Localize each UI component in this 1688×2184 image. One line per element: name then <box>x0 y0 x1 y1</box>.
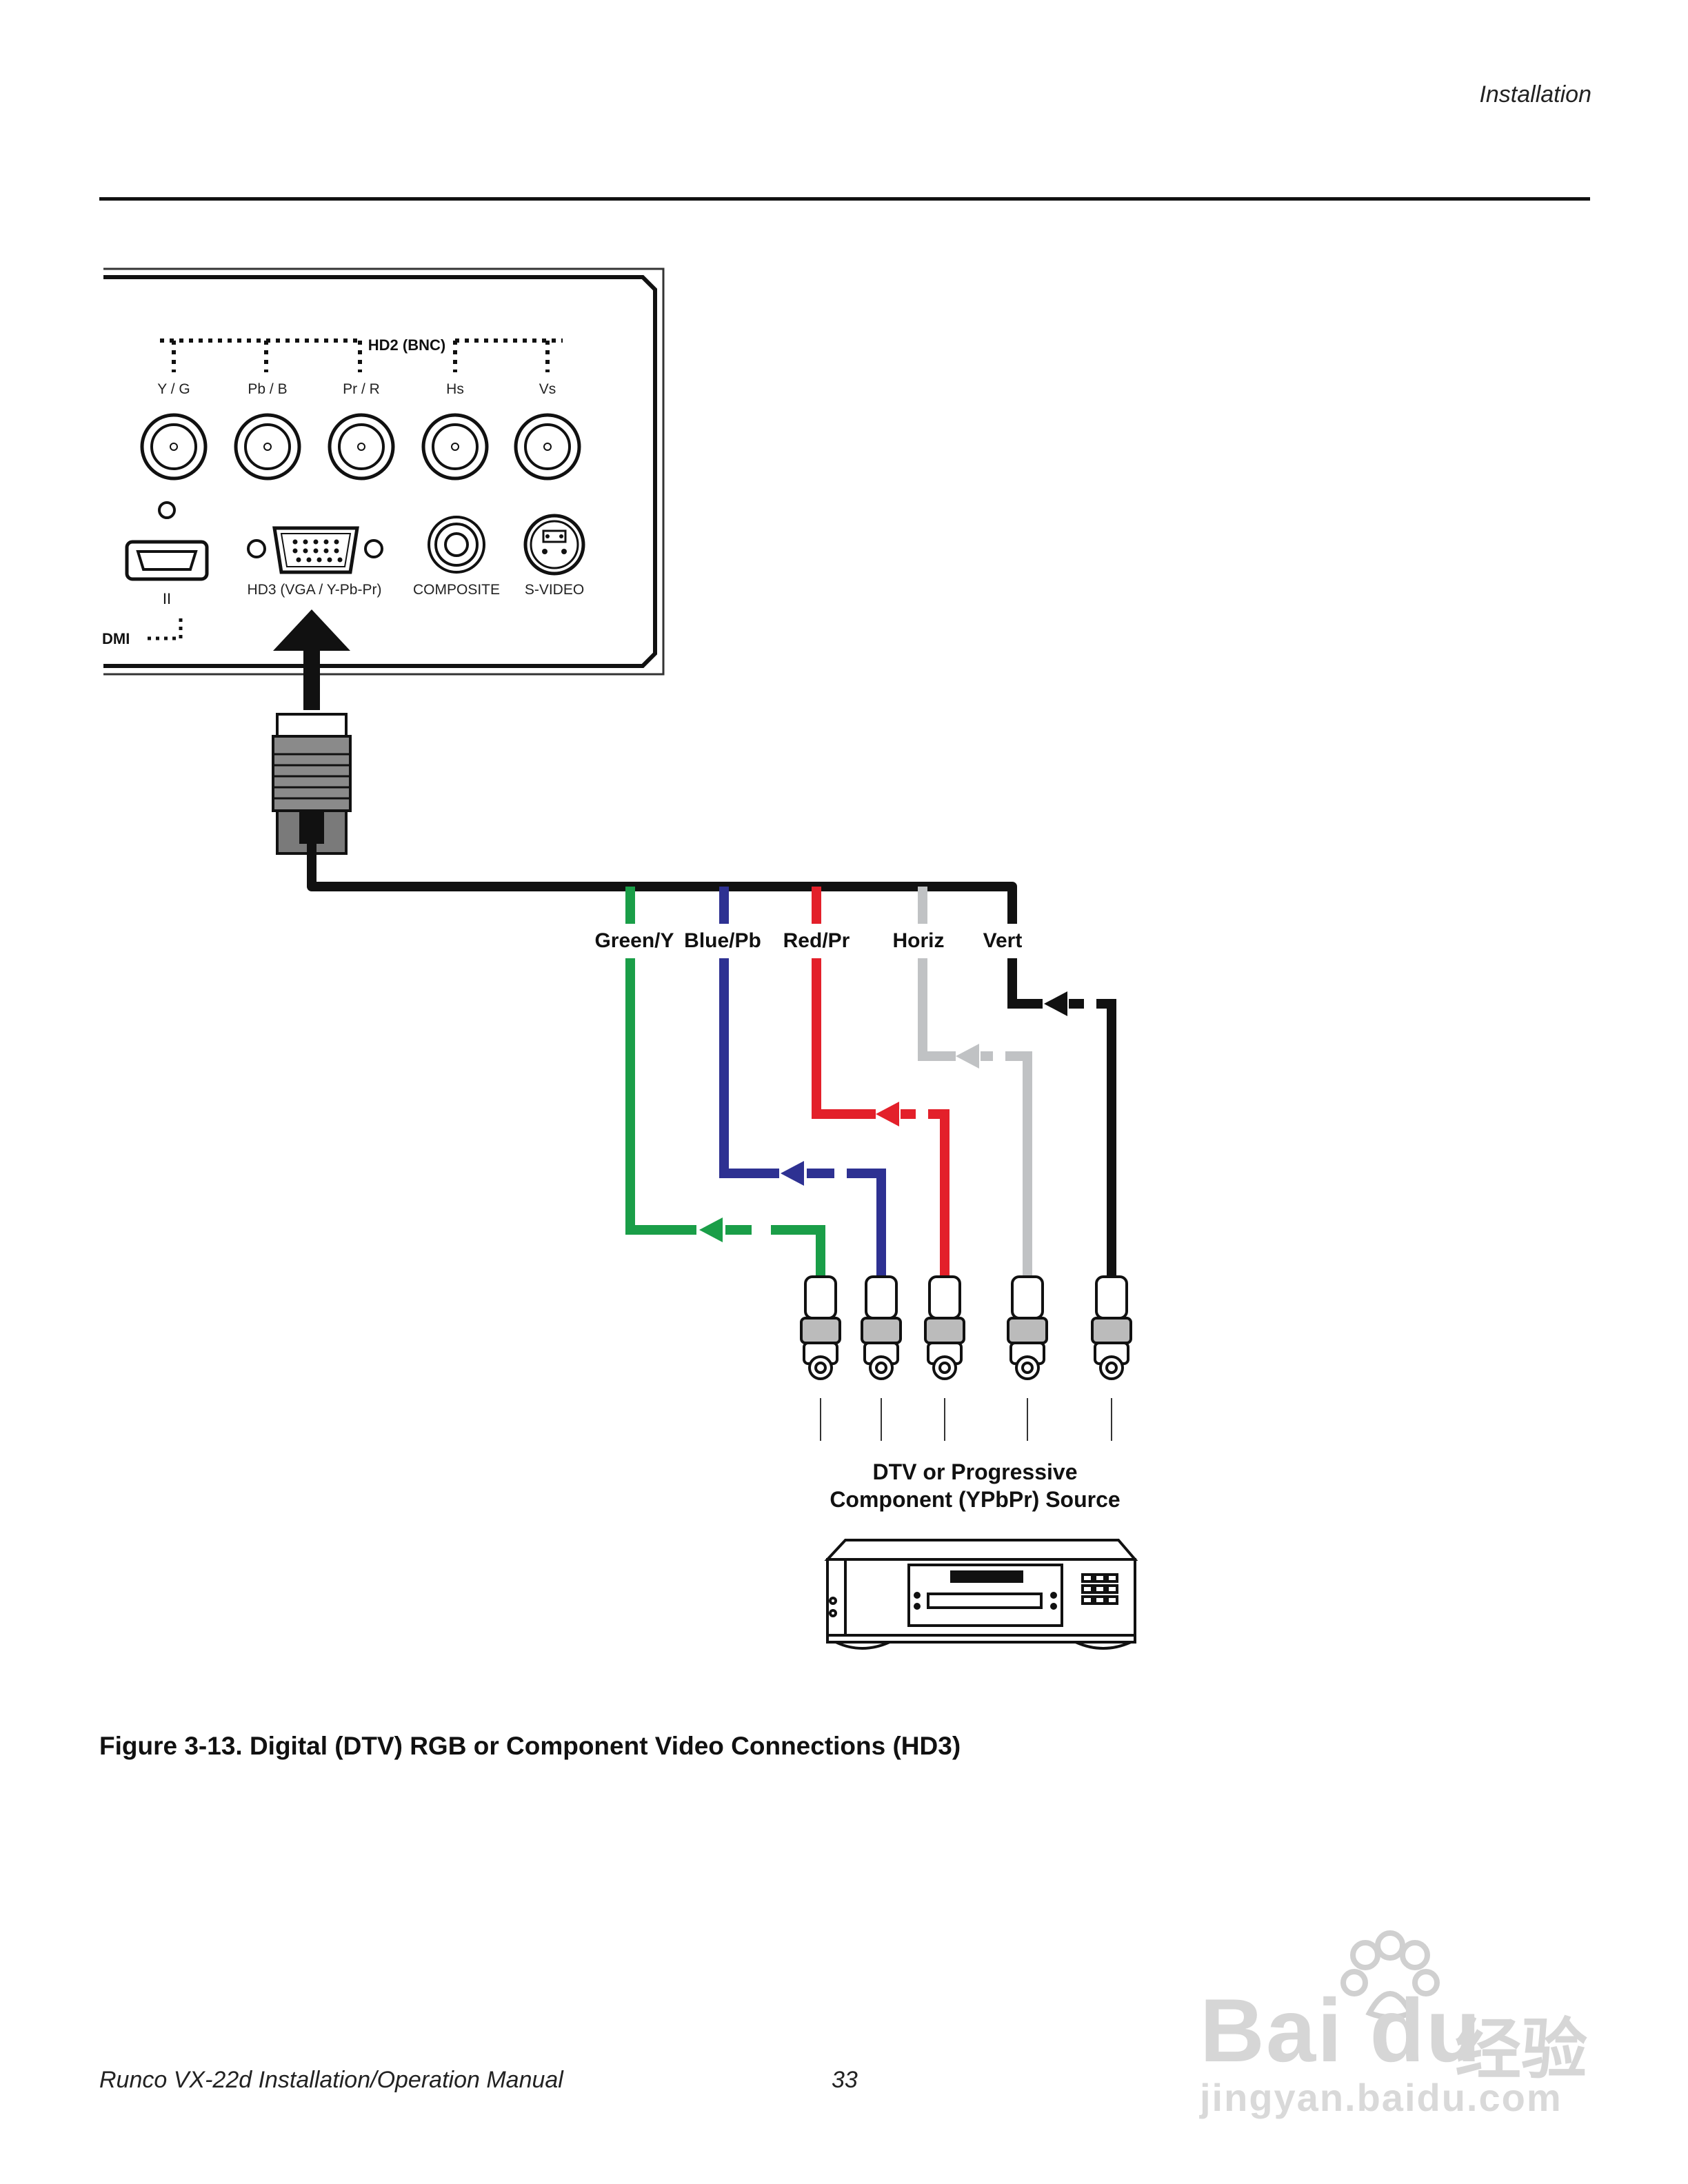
cable-red <box>812 958 876 1119</box>
source-label-line2: Component (YPbPr) Source <box>830 1487 1120 1512</box>
cable-horiz <box>918 958 956 1061</box>
bnc-label-vs: Vs <box>539 381 556 397</box>
bnc-label-yg: Y / G <box>157 381 190 397</box>
footer-manual-title: Runco VX-22d Installation/Operation Manu… <box>99 2067 563 2093</box>
arrow-red-icon <box>876 1102 950 1275</box>
hd2-label: HD2 (BNC) <box>368 336 445 354</box>
signal-arrows <box>699 991 1116 1275</box>
dtv-source-device-icon <box>824 1539 1138 1650</box>
arrow-blue-icon <box>781 1161 886 1275</box>
breakout-tops <box>625 887 1017 924</box>
cable-vert <box>1007 958 1043 1009</box>
source-label-line1: DTV or Progressive <box>873 1459 1078 1484</box>
watermark-url: jingyan.baidu.com <box>1200 2076 1563 2119</box>
watermark-brand-cn: 经验 <box>1455 2013 1587 2087</box>
bnc-plugs <box>800 1275 1132 1380</box>
cable-label-horiz: Horiz <box>893 929 945 952</box>
footer-page-number: 33 <box>832 2067 858 2093</box>
projector-panel: HD2 (BNC) Y / G Pb / B Pr / R Hs Vs ΙΙ D… <box>102 267 665 676</box>
hdmi-bracket <box>148 614 183 640</box>
vga-port-icon <box>247 526 383 574</box>
hd2-bracket <box>160 338 563 372</box>
bnc-jack-hs <box>421 413 489 481</box>
arrow-vert-icon <box>1044 991 1116 1275</box>
hdmi-port-icon <box>125 540 209 581</box>
arrow-green-icon <box>699 1217 825 1275</box>
cable-label-blue: Blue/Pb <box>684 929 761 952</box>
paw-watermark-icon <box>1340 1930 1440 2020</box>
cable-label-green: Green/Y <box>594 929 674 952</box>
hdmi-side-label: DMI <box>102 630 130 647</box>
bnc-jack-prr <box>328 413 395 481</box>
hdmi-led-icon <box>158 501 176 519</box>
hdmi-port-label: ΙΙ <box>163 590 171 607</box>
bnc-jack-vs <box>514 413 581 481</box>
arrow-horiz-icon <box>956 1044 1032 1275</box>
watermark-brand: Bai du <box>1200 1980 1483 2081</box>
bnc-plug-horiz-icon <box>1007 1275 1048 1380</box>
bnc-plug-red-icon <box>924 1275 965 1380</box>
cable-label-red: Red/Pr <box>783 929 850 952</box>
figure-caption: Figure 3-13. Digital (DTV) RGB or Compon… <box>99 1732 961 1760</box>
leader-lines <box>820 1398 1112 1441</box>
bnc-label-pbb: Pb / B <box>248 381 287 397</box>
insert-arrow-icon <box>273 609 350 710</box>
bnc-jack-yg <box>140 413 208 481</box>
composite-jack-icon <box>428 516 485 574</box>
svideo-jack-icon <box>523 514 585 576</box>
cable-green <box>625 958 696 1235</box>
bnc-label-prr: Pr / R <box>343 381 380 397</box>
header-rule <box>99 197 1590 201</box>
vga-plug-icon <box>272 713 352 855</box>
running-header: Installation <box>1479 81 1591 108</box>
bnc-label-hs: Hs <box>446 381 464 397</box>
cable-blue <box>719 958 779 1178</box>
trunk-cable <box>307 844 1017 896</box>
cable-label-vert: Vert <box>983 929 1023 952</box>
svideo-label: S-VIDEO <box>525 582 584 598</box>
bnc-plug-vert-icon <box>1091 1275 1132 1380</box>
composite-label: COMPOSITE <box>413 582 500 598</box>
cable-runs <box>625 958 1043 1235</box>
bnc-jack-pbb <box>234 413 301 481</box>
bnc-plug-blue-icon <box>861 1275 902 1380</box>
bnc-plug-green-icon <box>800 1275 841 1380</box>
vga-port-label: HD3 (VGA / Y-Pb-Pr) <box>248 582 382 598</box>
